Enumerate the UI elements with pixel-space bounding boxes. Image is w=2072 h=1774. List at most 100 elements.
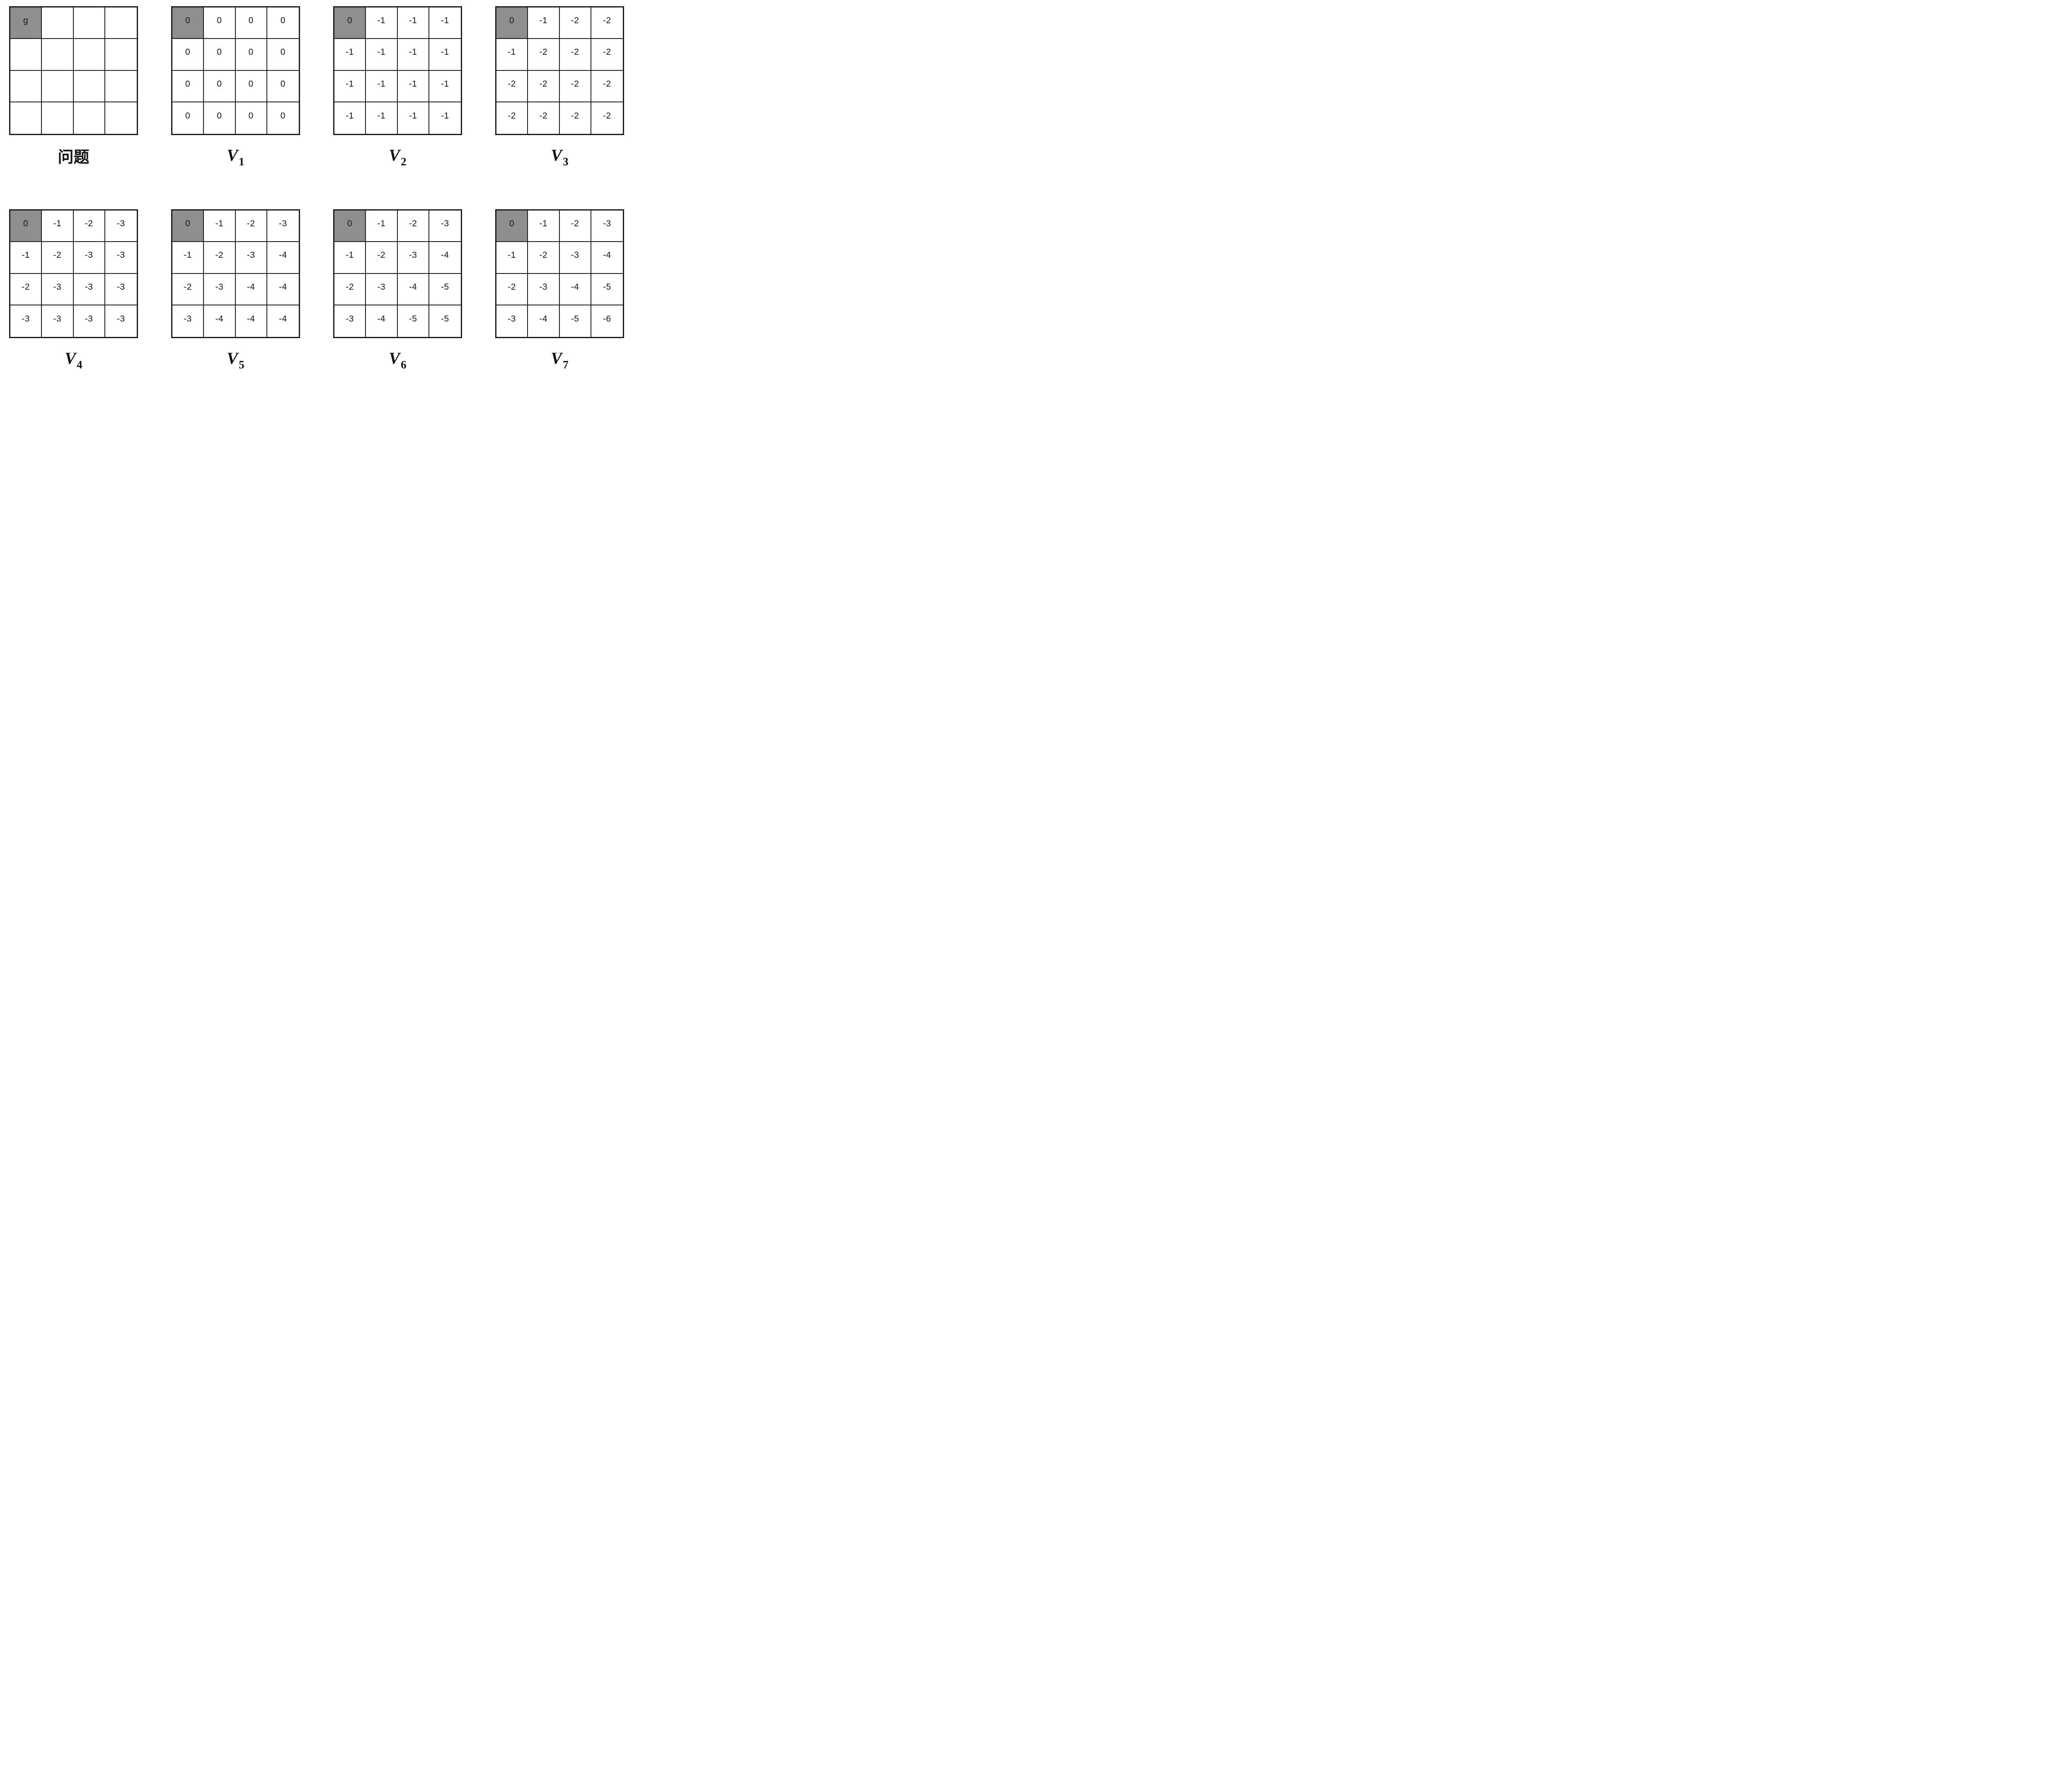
grid-cell: -3 bbox=[105, 211, 137, 242]
grid-cell: -2 bbox=[496, 273, 528, 305]
grid-cell: -3 bbox=[73, 305, 105, 337]
grid-cell: -2 bbox=[334, 273, 366, 305]
grid-4x4: 0-1-2-3-1-2-3-4-2-3-4-4-3-4-4-4 bbox=[171, 209, 300, 338]
goal-cell: 0 bbox=[10, 211, 42, 242]
grid-cell: -1 bbox=[397, 102, 429, 134]
goal-cell: 0 bbox=[172, 7, 204, 39]
grid-cell: -2 bbox=[559, 39, 591, 71]
grid-cell: -2 bbox=[559, 211, 591, 242]
grid-cell: 0 bbox=[172, 70, 204, 102]
grid-4x4: g bbox=[9, 6, 138, 135]
v-label-subscript: 2 bbox=[401, 155, 407, 168]
v-label-subscript: 5 bbox=[239, 358, 244, 370]
grid-cell: -3 bbox=[42, 273, 74, 305]
v-label-base: V bbox=[389, 349, 400, 368]
grid-cell: -1 bbox=[528, 7, 560, 39]
v-label-subscript: 3 bbox=[563, 155, 569, 168]
grid-cell: -1 bbox=[429, 102, 461, 134]
grid-cell bbox=[42, 7, 74, 39]
grid-cell bbox=[73, 70, 105, 102]
grid-cell bbox=[10, 39, 42, 71]
goal-cell: 0 bbox=[496, 211, 528, 242]
grid-cell: -3 bbox=[528, 273, 560, 305]
grid-cell bbox=[73, 7, 105, 39]
v-label-base: V bbox=[65, 349, 76, 368]
grid-cell: -1 bbox=[429, 7, 461, 39]
grid-cell: -5 bbox=[591, 273, 623, 305]
grid-cell: 0 bbox=[204, 102, 236, 134]
grid-4x4: 0-1-2-3-1-2-3-3-2-3-3-3-3-3-3-3 bbox=[9, 209, 138, 338]
grid-cell: -2 bbox=[204, 242, 236, 274]
v-label-subscript: 6 bbox=[401, 358, 407, 370]
grid-cell: -4 bbox=[235, 305, 267, 337]
grid-cell: -1 bbox=[397, 7, 429, 39]
grid-cell: -2 bbox=[559, 102, 591, 134]
grid-cell: -3 bbox=[10, 305, 42, 337]
grid-cell: -5 bbox=[429, 305, 461, 337]
grid-cell bbox=[10, 102, 42, 134]
goal-cell: 0 bbox=[334, 7, 366, 39]
grid-cell bbox=[42, 70, 74, 102]
v-label-base: V bbox=[227, 146, 238, 165]
v-label-subscript: 7 bbox=[563, 358, 569, 370]
v-label-subscript: 4 bbox=[77, 358, 82, 370]
grid-cell: -4 bbox=[528, 305, 560, 337]
grid-cell bbox=[105, 70, 137, 102]
grid-cell: -3 bbox=[172, 305, 204, 337]
grid-cell: -3 bbox=[105, 242, 137, 274]
grid-4x4: 0-1-2-3-1-2-3-4-2-3-4-5-3-4-5-5 bbox=[333, 209, 462, 338]
panel-problem: g 问题 bbox=[9, 6, 138, 166]
grid-cell: -3 bbox=[267, 211, 299, 242]
grid-cell: -3 bbox=[429, 211, 461, 242]
grid-cell: -1 bbox=[334, 242, 366, 274]
grid-cell: -3 bbox=[334, 305, 366, 337]
grid-cell bbox=[42, 39, 74, 71]
grid-cell: -1 bbox=[496, 39, 528, 71]
grid-cell: -2 bbox=[591, 102, 623, 134]
v-label-subscript: 1 bbox=[239, 155, 244, 168]
grid-cell: -4 bbox=[204, 305, 236, 337]
grid-cell: -5 bbox=[397, 305, 429, 337]
grid-cell: -2 bbox=[172, 273, 204, 305]
grid-cell: 0 bbox=[267, 39, 299, 71]
grid-cell: -3 bbox=[235, 242, 267, 274]
grid-cell: -2 bbox=[42, 242, 74, 274]
grid-cell bbox=[105, 39, 137, 71]
grid-cell: -1 bbox=[366, 39, 398, 71]
grid-cell: -2 bbox=[528, 102, 560, 134]
grid-cell: 0 bbox=[235, 39, 267, 71]
grid-cell: 0 bbox=[204, 39, 236, 71]
grid-cell: -3 bbox=[397, 242, 429, 274]
grid-4x4: 0-1-2-3-1-2-3-4-2-3-4-5-3-4-5-6 bbox=[495, 209, 624, 338]
grid-cell: -4 bbox=[235, 273, 267, 305]
grid-cell: -1 bbox=[172, 242, 204, 274]
grid-cell: -2 bbox=[528, 39, 560, 71]
grid-cell: 0 bbox=[235, 102, 267, 134]
grid-cell: 0 bbox=[235, 70, 267, 102]
grid-cell: -3 bbox=[42, 305, 74, 337]
grid-cell: -2 bbox=[528, 70, 560, 102]
grid-cell: -4 bbox=[267, 305, 299, 337]
grid-cell bbox=[105, 102, 137, 134]
grid-cell: -5 bbox=[429, 273, 461, 305]
grid-cell: -3 bbox=[496, 305, 528, 337]
grid-cell: -2 bbox=[591, 7, 623, 39]
grid-cell: -4 bbox=[559, 273, 591, 305]
grid-cell: -2 bbox=[366, 242, 398, 274]
panel-caption: 问题 bbox=[58, 148, 90, 166]
grid-cell: -2 bbox=[496, 70, 528, 102]
grid-cell: -2 bbox=[559, 70, 591, 102]
grid-cell: -2 bbox=[591, 70, 623, 102]
grid-cell: -1 bbox=[204, 211, 236, 242]
grid-cell: -4 bbox=[429, 242, 461, 274]
grid-cell: 0 bbox=[267, 7, 299, 39]
grid-cell bbox=[73, 102, 105, 134]
grid-cell: 0 bbox=[267, 70, 299, 102]
